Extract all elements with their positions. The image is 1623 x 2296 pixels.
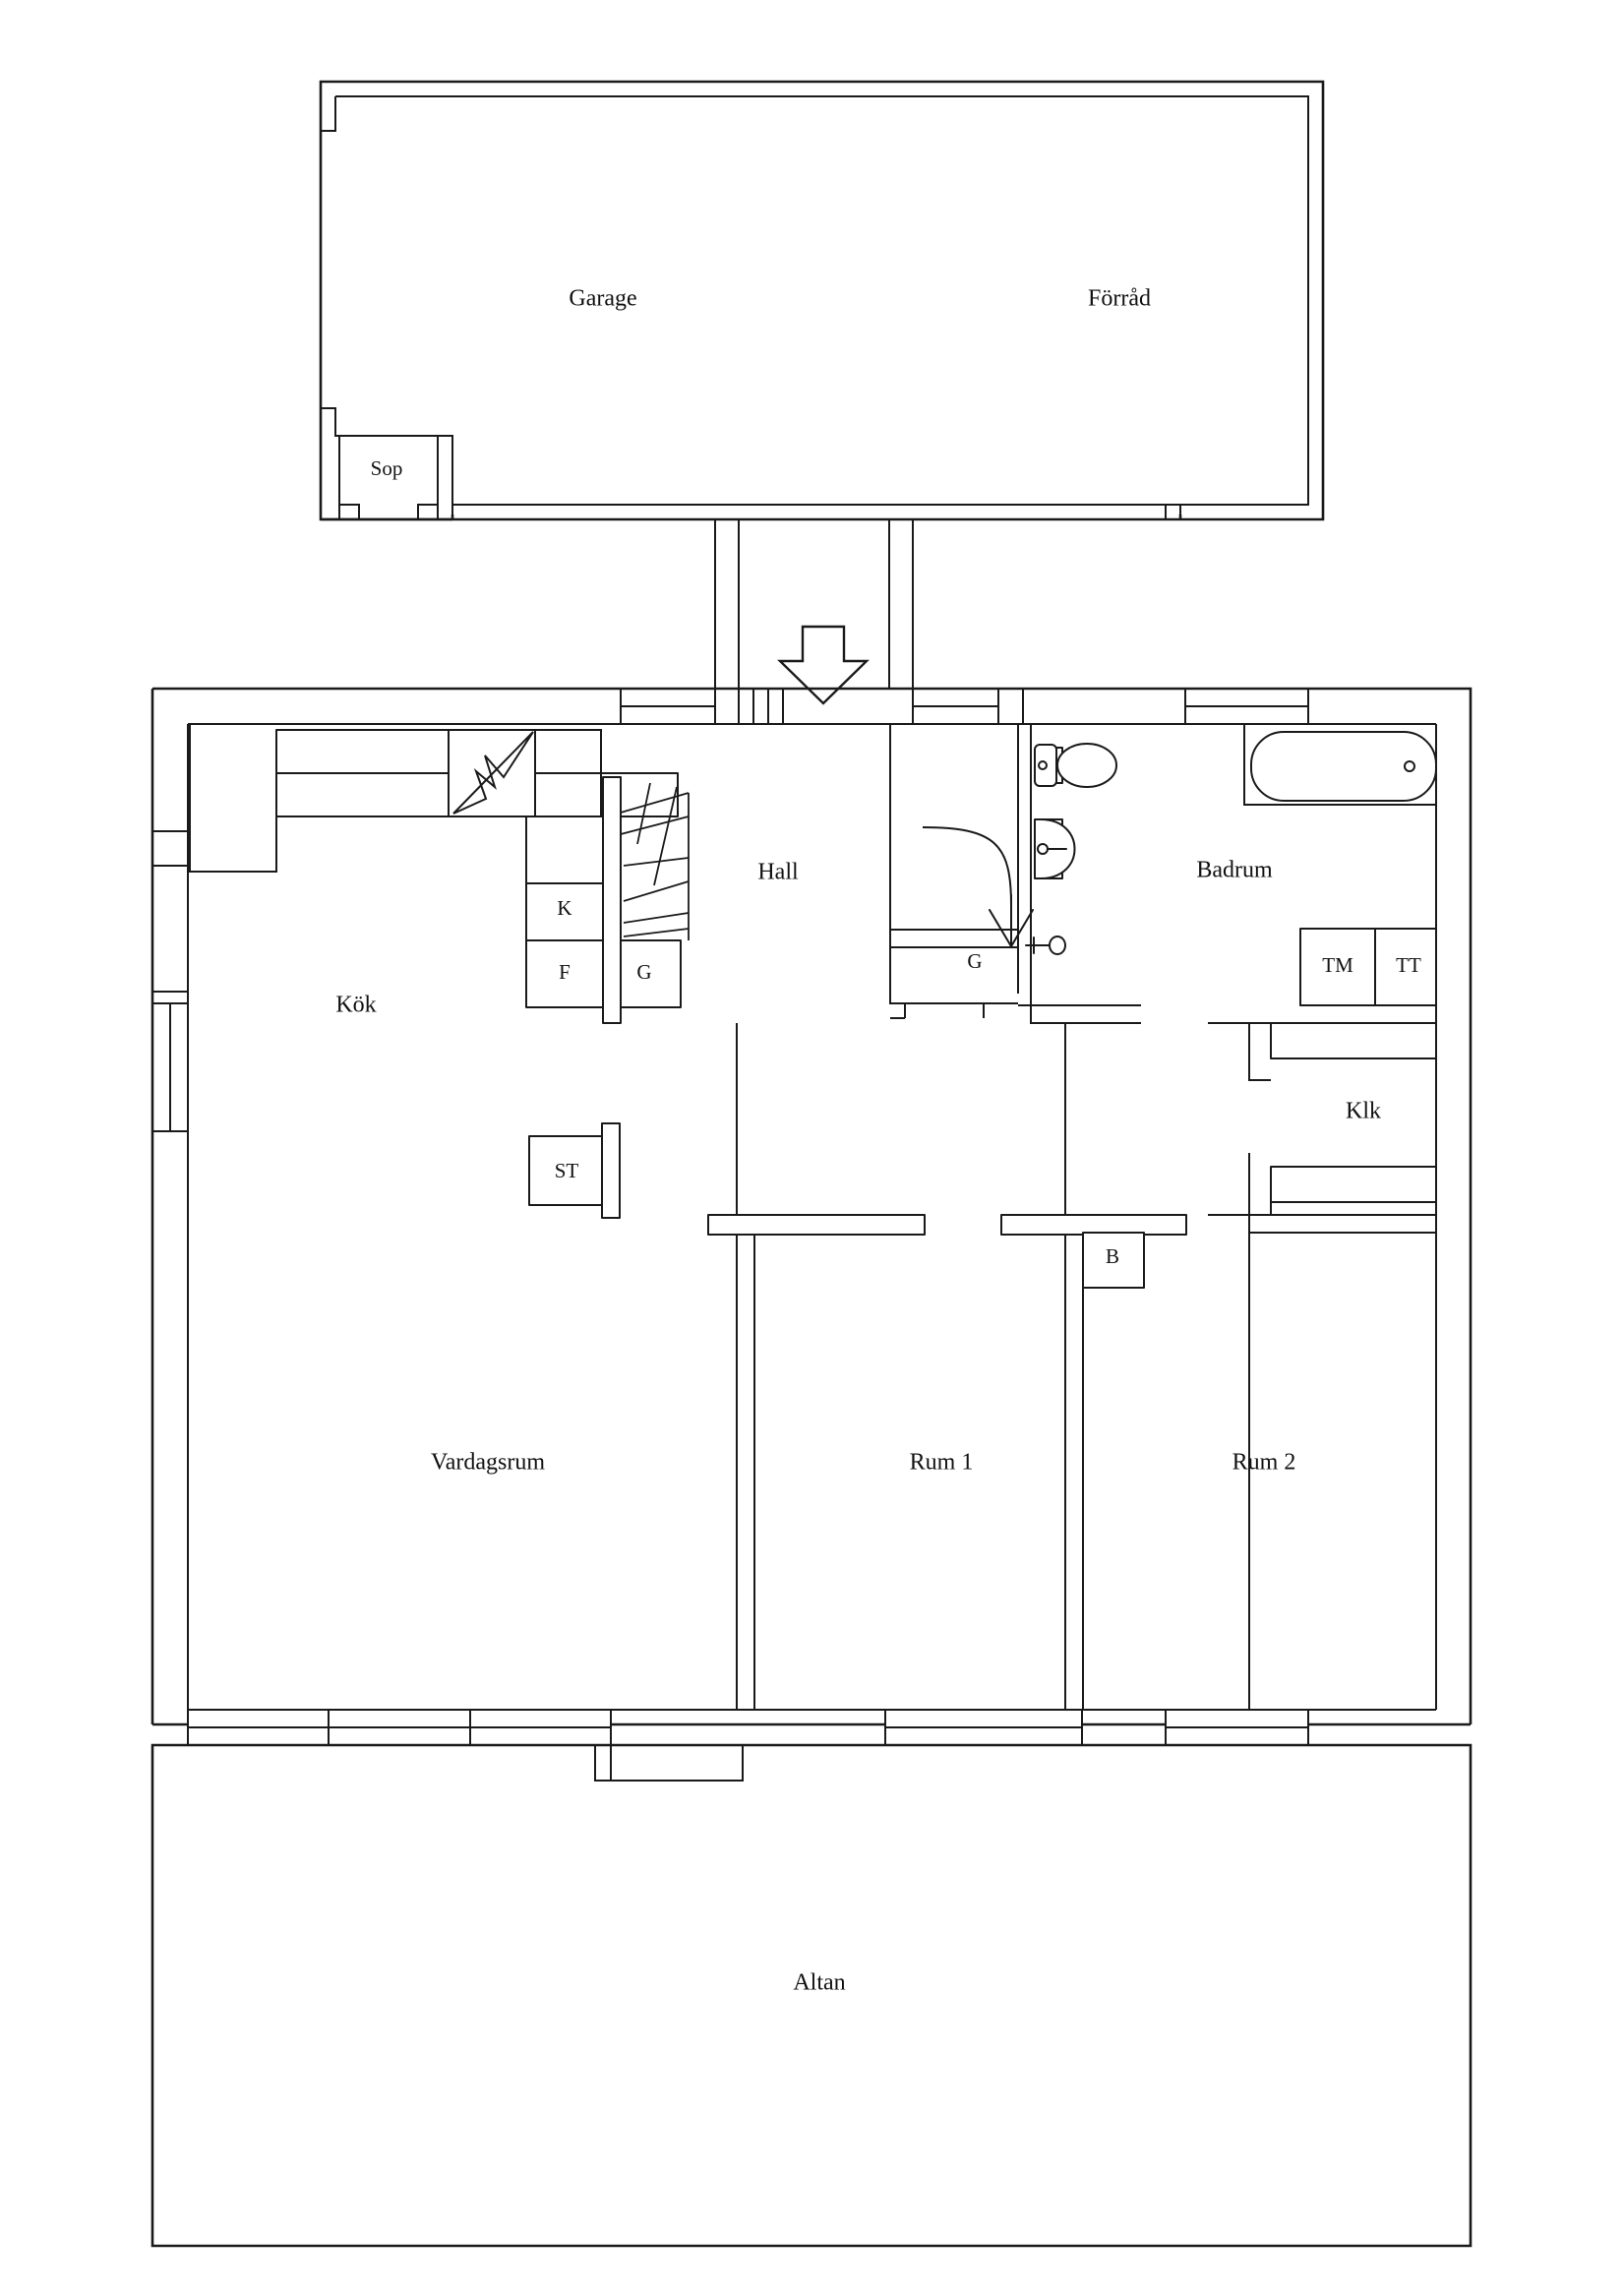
washbasin-tap — [1037, 843, 1049, 855]
stair-riser-b — [653, 786, 678, 886]
door-swing-arc — [922, 826, 1012, 906]
sop-door-jambs — [338, 504, 439, 519]
room-label-klk: Klk — [1346, 1099, 1381, 1124]
hall-closet-jamb — [890, 1003, 906, 1019]
sop-alcove-wall — [321, 407, 453, 519]
room-label-rum2: Rum 2 — [1232, 1450, 1296, 1476]
kitchen-group: Kök K F G ST — [189, 724, 682, 1219]
door-lintel-rum1-left — [707, 1214, 926, 1236]
room-label-hall: Hall — [757, 860, 799, 885]
bathtub-basin — [1250, 731, 1437, 802]
garage-outer-wall — [319, 80, 1325, 521]
corridor-left-wall — [714, 519, 740, 689]
cabinet-b — [1082, 1232, 1145, 1289]
corridor-right-wall — [888, 519, 914, 689]
top-jamb-a — [738, 689, 754, 724]
door-swing-arrow — [989, 894, 1034, 948]
st-partition-wall — [601, 1122, 621, 1219]
klk-group: Klk — [1208, 1022, 1437, 1234]
abbr-label-tt: TT — [1396, 953, 1421, 977]
garage-inner-wall — [335, 95, 1309, 506]
hall-closet-lintel — [889, 929, 1019, 948]
kitchen-cabinet-upper — [525, 816, 604, 884]
stair-tread-5 — [623, 912, 690, 924]
entrance-arrow — [777, 625, 870, 705]
terrace-group: Altan — [150, 1743, 1473, 2248]
abbr-label-tm: TM — [1322, 953, 1353, 977]
klk-bottom-wall — [1208, 1214, 1436, 1234]
abbr-label-g2: G — [967, 949, 982, 973]
abbr-label-f: F — [559, 960, 571, 984]
garage-top-left-jamb — [321, 96, 336, 132]
bedroom-partitions: Vardagsrum Rum 1 Rum 2 B — [431, 1023, 1295, 1710]
cabinet-k — [525, 882, 604, 941]
stove-hob-icon — [452, 731, 534, 815]
hall-closet-wall-bottom — [889, 944, 1011, 1004]
kitchen-counter-left-return — [189, 724, 277, 873]
room-label-forrad: Förråd — [1088, 286, 1151, 312]
room-label-rum1: Rum 1 — [910, 1450, 974, 1476]
kitchen-counter-lower — [275, 772, 602, 817]
staircase-symbol — [620, 782, 690, 940]
klk-top-jamb — [1248, 1023, 1271, 1081]
window-left-vardagsrum — [152, 991, 188, 1132]
toilet-bowl — [1056, 743, 1117, 788]
stair-riser-a — [636, 782, 651, 845]
abbr-label-g: G — [636, 960, 651, 984]
hall-group: Hall G — [757, 724, 1034, 1019]
klk-shelf-top — [1270, 1022, 1437, 1059]
abbr-label-st: ST — [555, 1159, 579, 1182]
bathtub-recess-wall — [1243, 724, 1436, 806]
window-bottom-vardagsrum-mullions — [188, 1710, 611, 1745]
left-wall-openings — [152, 830, 188, 1132]
connecting-corridor — [714, 519, 914, 705]
stair-tread-4 — [623, 880, 690, 902]
room-label-vardagsrum: Vardagsrum — [431, 1450, 545, 1476]
room-label-kok: Kök — [335, 993, 376, 1018]
left-niche-kok — [152, 830, 188, 867]
abbr-label-b: B — [1106, 1244, 1119, 1268]
room-label-garage: Garage — [569, 286, 636, 312]
toilet-flush-button — [1038, 760, 1048, 770]
abbr-label-k: K — [557, 896, 571, 920]
shower-head — [1049, 936, 1066, 955]
bathtub-drain — [1404, 760, 1415, 772]
stair-tread-3 — [623, 857, 690, 867]
klk-bottom-divider — [1270, 1167, 1436, 1216]
window-top-left — [620, 689, 716, 724]
klk-shelf-bottom — [1270, 1166, 1437, 1203]
hall-closet-sill — [890, 1002, 1018, 1018]
kitchen-counter-upper — [275, 729, 602, 774]
cabinet-st — [528, 1135, 603, 1206]
garage-building: Garage Förråd Sop — [319, 80, 1325, 521]
room-label-badrum: Badrum — [1196, 858, 1273, 883]
room-label-altan: Altan — [793, 1970, 845, 1996]
stair-tread-1 — [620, 792, 690, 814]
top-wall-openings — [620, 689, 1309, 724]
forrad-door-opening — [1165, 505, 1181, 519]
badrum-left-wall — [1030, 724, 1141, 1024]
window-top-right — [1184, 689, 1309, 724]
bathroom-group: Badrum TM TT — [1018, 724, 1437, 1024]
altan-outline — [150, 1743, 1473, 2248]
appliance-tm — [1299, 928, 1376, 1006]
top-jamb-b — [767, 689, 784, 724]
kitchen-hall-partition — [602, 776, 622, 1024]
stair-tread-6 — [623, 928, 690, 937]
house-outer-shell — [150, 687, 1473, 1726]
window-top-mid — [912, 689, 999, 724]
klk-bottom-jamb — [1248, 1153, 1271, 1216]
appliance-tt — [1374, 928, 1437, 1006]
room-label-sop: Sop — [371, 456, 403, 480]
house-top-right-outer — [152, 687, 1473, 1724]
stair-tread-2 — [620, 816, 690, 835]
cabinet-f — [525, 939, 604, 1008]
